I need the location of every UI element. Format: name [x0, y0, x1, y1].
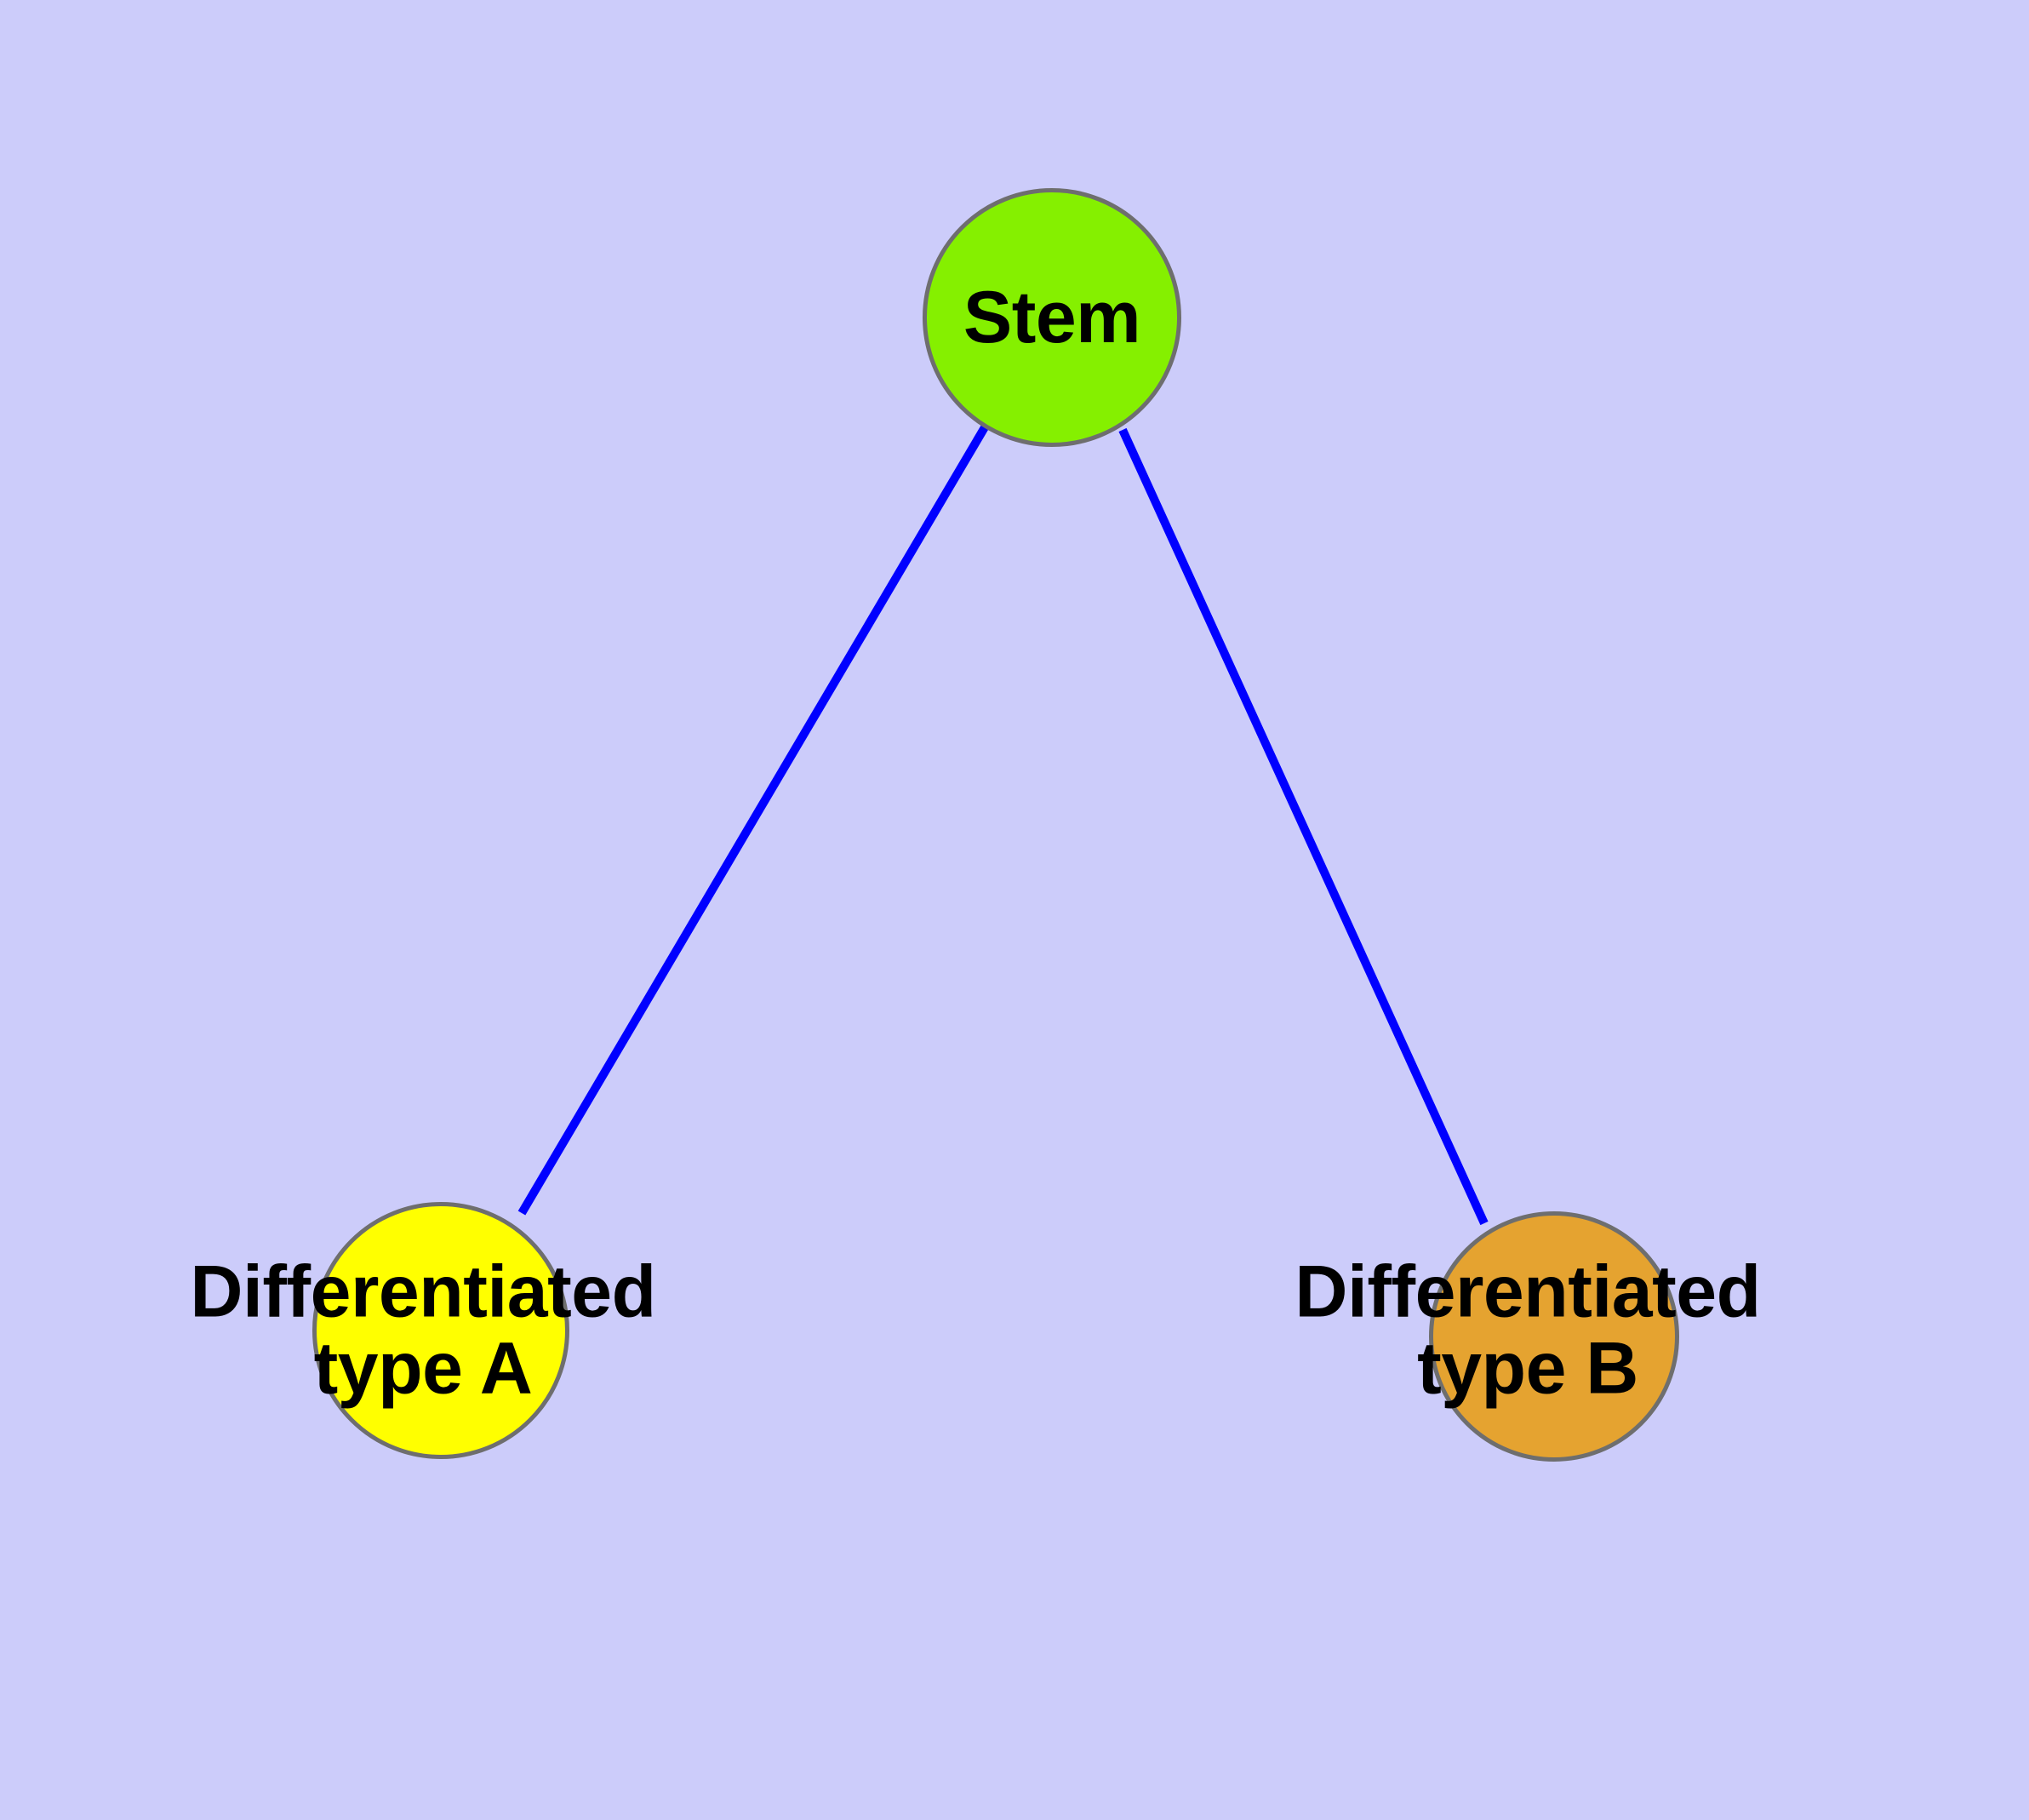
node-differentiated-type-b[interactable] [1429, 1211, 1679, 1462]
edge-stem-to-diff-a [517, 425, 989, 1216]
node-stem[interactable] [923, 188, 1181, 447]
node-differentiated-type-a[interactable] [312, 1202, 569, 1459]
edge-stem-to-diff-b [1118, 427, 1489, 1226]
